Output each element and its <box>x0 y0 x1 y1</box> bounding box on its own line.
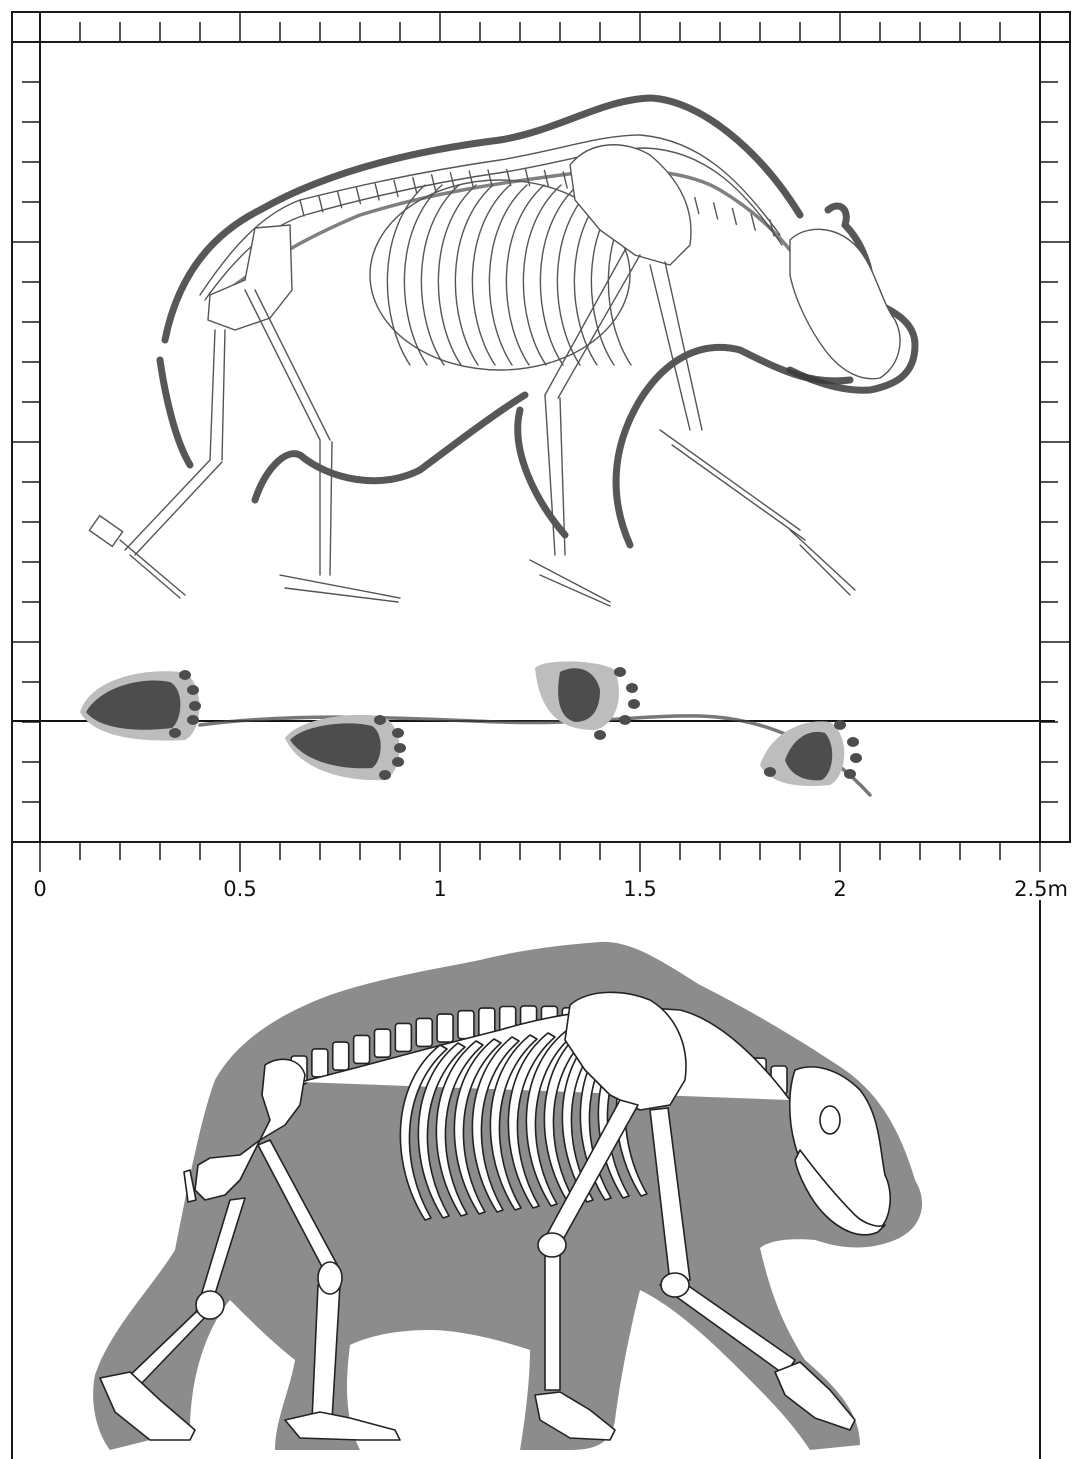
scale-label-1.5: 1.5 <box>623 877 656 901</box>
vertebra <box>354 1035 370 1063</box>
footprint-hind-right <box>285 715 406 780</box>
skeletal-reconstruction-panel <box>12 842 1040 1459</box>
footprint-fore-left <box>535 661 640 740</box>
vertebra-sketch <box>432 175 436 191</box>
scale-label-0: 0 <box>33 877 46 901</box>
vertebra-sketch <box>319 196 323 212</box>
vertebra-sketch <box>751 214 755 230</box>
vertebra <box>416 1018 432 1046</box>
right-tick-marks <box>1040 82 1070 802</box>
patella-hind <box>318 1262 342 1294</box>
rib-sketch <box>438 185 476 365</box>
elbow-fore <box>538 1233 566 1257</box>
scale-label-1: 1 <box>433 877 446 901</box>
rib-sketch <box>489 185 527 365</box>
vertebra <box>437 1014 453 1042</box>
scale-bar: 0 0.5 1 1.5 2 2.5m <box>33 842 1068 901</box>
vertebra <box>458 1011 474 1039</box>
radius-back <box>545 1245 560 1390</box>
hind-paw-front <box>285 1412 400 1440</box>
trackway <box>12 661 1055 795</box>
rib-sketch <box>540 185 578 365</box>
scale-label-2: 2 <box>833 877 846 901</box>
vertebra <box>333 1042 349 1070</box>
rib-sketch <box>506 185 544 365</box>
vertebra-sketch <box>714 203 718 219</box>
reconstruction-panel <box>12 12 1070 842</box>
scale-label-2.5m: 2.5m <box>1014 877 1068 901</box>
scale-tick-marks <box>40 842 1040 872</box>
orbit <box>820 1106 840 1134</box>
vertebra-sketch <box>695 198 699 214</box>
rib-sketch <box>421 185 459 365</box>
body-outline-sketch <box>160 98 915 545</box>
ankle-hind <box>196 1291 224 1319</box>
vertebra-sketch <box>300 200 304 216</box>
rib-sketch <box>455 185 493 365</box>
left-tick-marks <box>12 82 40 802</box>
vertebra <box>312 1049 328 1077</box>
vertebra-sketch <box>413 177 417 193</box>
vertebra <box>374 1029 390 1057</box>
footprint-hind-left <box>80 670 201 741</box>
rib-sketch <box>523 185 561 365</box>
scale-label-0.5: 0.5 <box>223 877 256 901</box>
vertebra <box>395 1023 411 1051</box>
rib-sketch <box>404 185 442 365</box>
top-tick-marks <box>40 12 1040 42</box>
vertebra-sketch <box>394 180 398 196</box>
rib-sketch <box>472 185 510 365</box>
rib-sketch <box>387 185 425 365</box>
vertebra-sketch <box>469 171 473 187</box>
wrist-fore <box>661 1273 689 1297</box>
vertebra-sketch <box>732 208 736 224</box>
vertebra-sketch <box>375 184 379 200</box>
